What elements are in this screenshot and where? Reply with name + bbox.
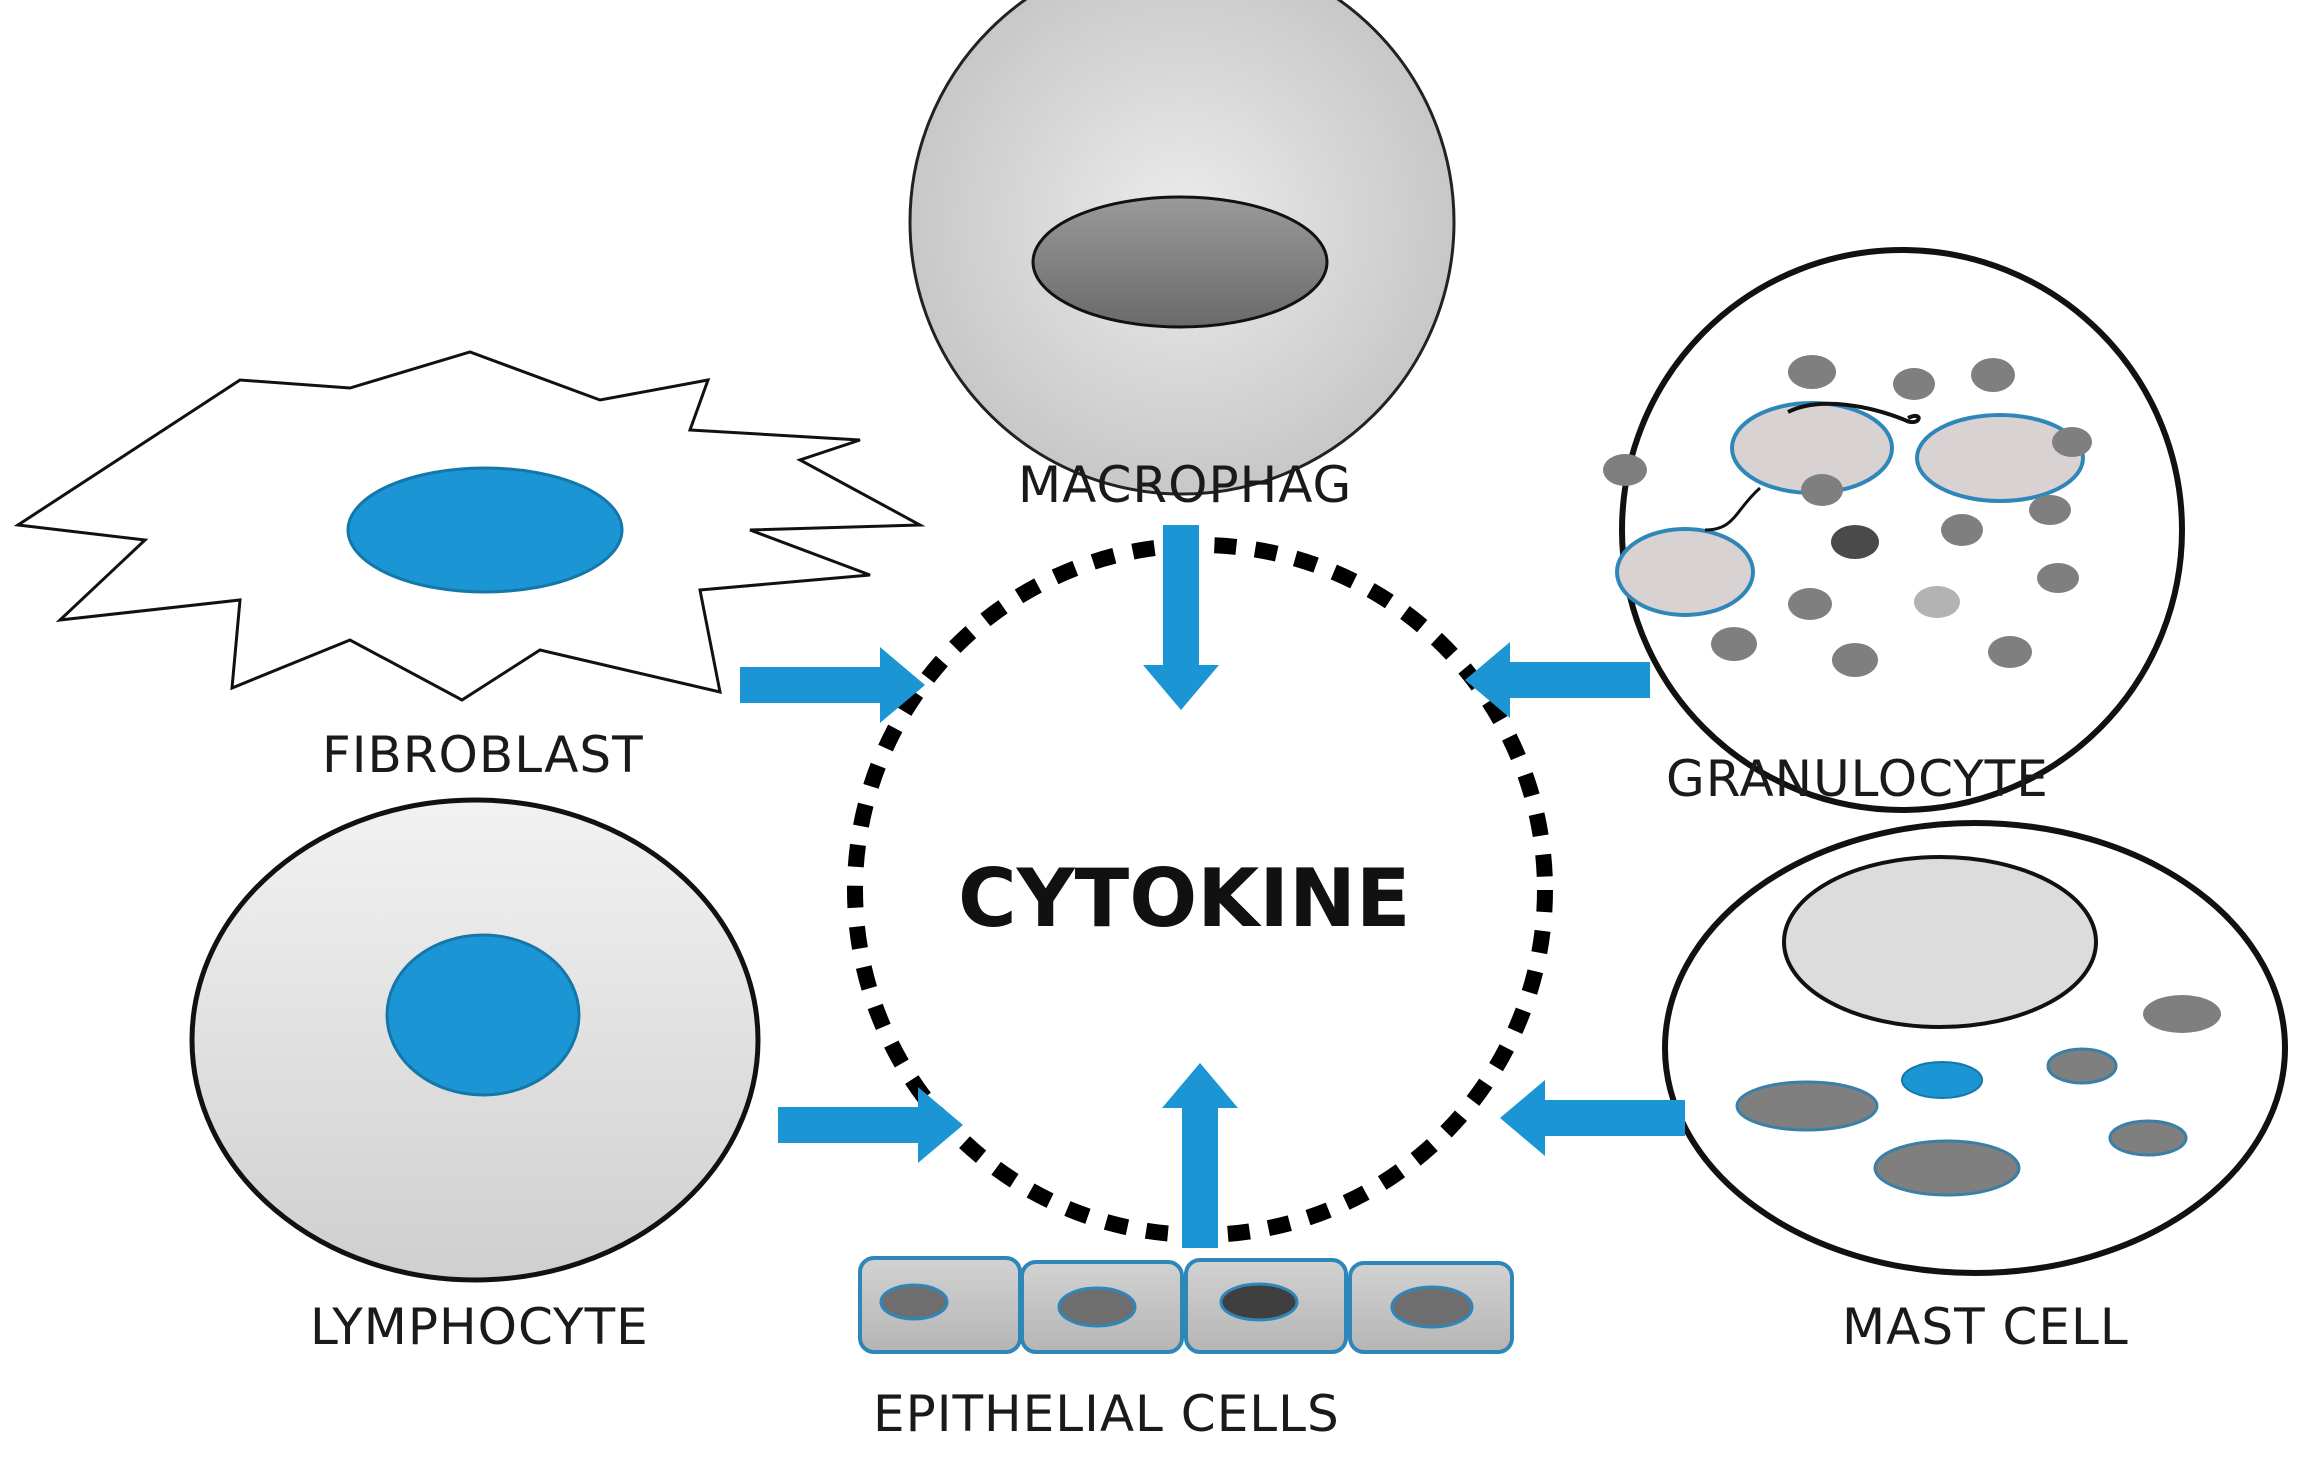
- macrophage-cell: [908, 0, 1456, 496]
- macrophage-label: MACROPHAG: [1018, 456, 1353, 514]
- arrow-from-lymphocyte: [778, 1087, 963, 1163]
- mast-cell: [1662, 820, 2288, 1276]
- lymphocyte-label: LYMPHOCYTE: [310, 1298, 649, 1356]
- epithelial-cells: [858, 1256, 1514, 1354]
- fibroblast-label: FIBROBLAST: [322, 726, 644, 784]
- lymphocyte-nucleus: [385, 933, 581, 1097]
- arrow-from-mast-cell: [1500, 1080, 1685, 1156]
- arrow-from-epithelial: [1162, 1063, 1238, 1248]
- arrow-from-fibroblast: [740, 647, 925, 723]
- mast-cell-label: MAST CELL: [1842, 1298, 2129, 1356]
- fibroblast-cell: [13, 350, 926, 702]
- cytokine-label: CYTOKINE: [958, 852, 1411, 945]
- macrophage-nucleus: [1031, 195, 1329, 329]
- granulocyte-label: GRANULOCYTE: [1666, 750, 2049, 808]
- epithelial-cells-label: EPITHELIAL CELLS: [873, 1385, 1340, 1443]
- fibroblast-nucleus: [346, 466, 624, 594]
- granulocyte-cell: [1603, 247, 2185, 813]
- lymphocyte-cell: [189, 797, 761, 1283]
